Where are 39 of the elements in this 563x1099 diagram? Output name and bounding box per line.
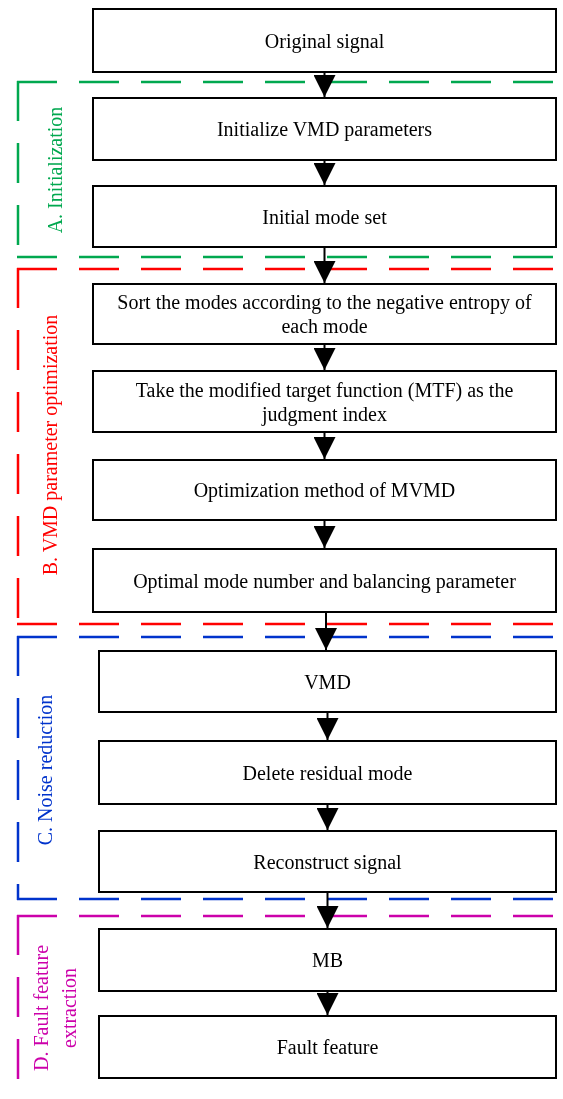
process-box (92, 97, 557, 161)
process-box (92, 370, 557, 433)
process-box (98, 928, 557, 992)
step-label: Initialize VMD parameters (216, 117, 433, 141)
step-label: Take the modified target function (MTF) as the judgment index (134, 377, 515, 426)
arrow (313, 432, 336, 460)
arrow (316, 991, 339, 1016)
section-heading: C. Noise reduction (33, 693, 57, 848)
arrow (316, 892, 339, 929)
arrow (316, 712, 339, 741)
process-box (92, 548, 557, 613)
process-box (92, 185, 557, 248)
process-box (98, 740, 557, 805)
step-label: Reconstruct signal (253, 849, 402, 874)
process-box (92, 459, 557, 521)
step-label: Original signal (264, 28, 385, 53)
step-label: VMD (304, 669, 351, 694)
process-box (92, 8, 557, 73)
arrow (315, 612, 337, 651)
arrow (313, 72, 336, 98)
process-box (98, 650, 557, 713)
process-box (98, 1015, 557, 1079)
arrow (313, 160, 336, 186)
step-label: Sort the modes according to the negative entropy of each mode (116, 290, 533, 338)
process-box (92, 283, 557, 345)
section-heading: A. Initialization (43, 105, 67, 236)
section-heading: D. Fault feature extraction (29, 943, 81, 1074)
step-label: Delete residual mode (242, 760, 413, 785)
step-label: Initial mode set (262, 204, 387, 229)
step-label: Optimal mode number and balancing parameter (133, 568, 516, 593)
arrow (316, 804, 339, 831)
step-label: MB (311, 948, 344, 972)
arrow (313, 520, 336, 549)
step-label: Fault feature (276, 1035, 379, 1059)
process-box (98, 830, 557, 893)
section-heading: B. VMD parameter optimization (38, 313, 63, 578)
step-label: Optimization method of MVMD (193, 478, 456, 502)
arrow (313, 247, 336, 284)
arrow (313, 344, 336, 371)
